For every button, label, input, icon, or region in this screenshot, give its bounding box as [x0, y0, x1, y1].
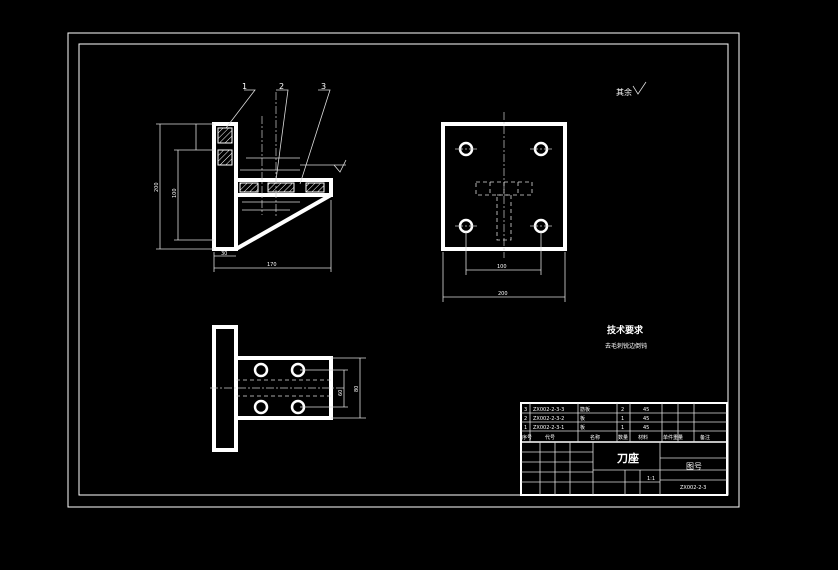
dim-height-inner: 100	[172, 188, 178, 198]
bom-row-1-name: 板	[580, 424, 585, 431]
bom-row-1-material: 45	[643, 425, 649, 431]
bom-header-weight: 单件重量	[663, 434, 683, 441]
scale: 1:1	[647, 476, 655, 482]
dim-side-height: 80	[354, 386, 360, 392]
dim-height-overall: 200	[154, 182, 160, 192]
drawing-number: ZX002-2-3	[680, 485, 706, 491]
bom-header-note: 备注	[700, 434, 710, 441]
dim-hole-spacing: 100	[497, 264, 507, 270]
inner-frame	[78, 43, 729, 496]
bom-row-2-code: ZX002-2-3-2	[533, 416, 564, 422]
bom-header-code: 代号	[545, 434, 555, 441]
tech-req-title: 技术要求	[607, 324, 644, 336]
bom-row-2-material: 45	[643, 416, 649, 422]
drawing-type: 图号	[686, 462, 702, 471]
bom-header-no: 序号	[522, 434, 532, 441]
plate-view	[441, 112, 567, 302]
bom-row-2-name: 板	[580, 415, 585, 422]
bom-header-name: 名称	[590, 434, 600, 441]
bom-header-qty: 数量	[618, 434, 628, 441]
front-view	[156, 89, 347, 272]
roughness-symbol-icon	[632, 81, 647, 95]
dim-flange: 30	[221, 251, 227, 257]
callout-2: 2	[279, 82, 284, 91]
bom-row-2-qty: 1	[621, 416, 624, 422]
bom-row-1-index: 1	[524, 425, 527, 431]
bottom-view	[210, 325, 366, 452]
outer-frame	[67, 32, 740, 508]
bom-row-3-name: 筋板	[580, 406, 590, 413]
dim-plate-width: 200	[498, 291, 508, 297]
bom-row-3-qty: 2	[621, 407, 624, 413]
dim-side-spacing: 60	[338, 390, 344, 396]
bom-row-1-code: ZX002-2-3-1	[533, 425, 564, 431]
callout-3: 3	[321, 82, 326, 91]
title-block	[520, 402, 728, 496]
bom-row-3-code: ZX002-2-3-3	[533, 407, 564, 413]
bom-row-3-index: 3	[524, 407, 527, 413]
bom-row-2-index: 2	[524, 416, 527, 422]
bom-row-3-material: 45	[643, 407, 649, 413]
part-name: 刀座	[617, 451, 639, 465]
surface-note: 其余	[616, 87, 632, 97]
dim-width-overall: 170	[267, 262, 277, 268]
callout-1: 1	[242, 82, 247, 91]
bom-header-material: 材料	[638, 434, 648, 441]
tech-req-line1: 去毛刺锐边倒钝	[605, 342, 647, 350]
bom-row-1-qty: 1	[621, 425, 624, 431]
